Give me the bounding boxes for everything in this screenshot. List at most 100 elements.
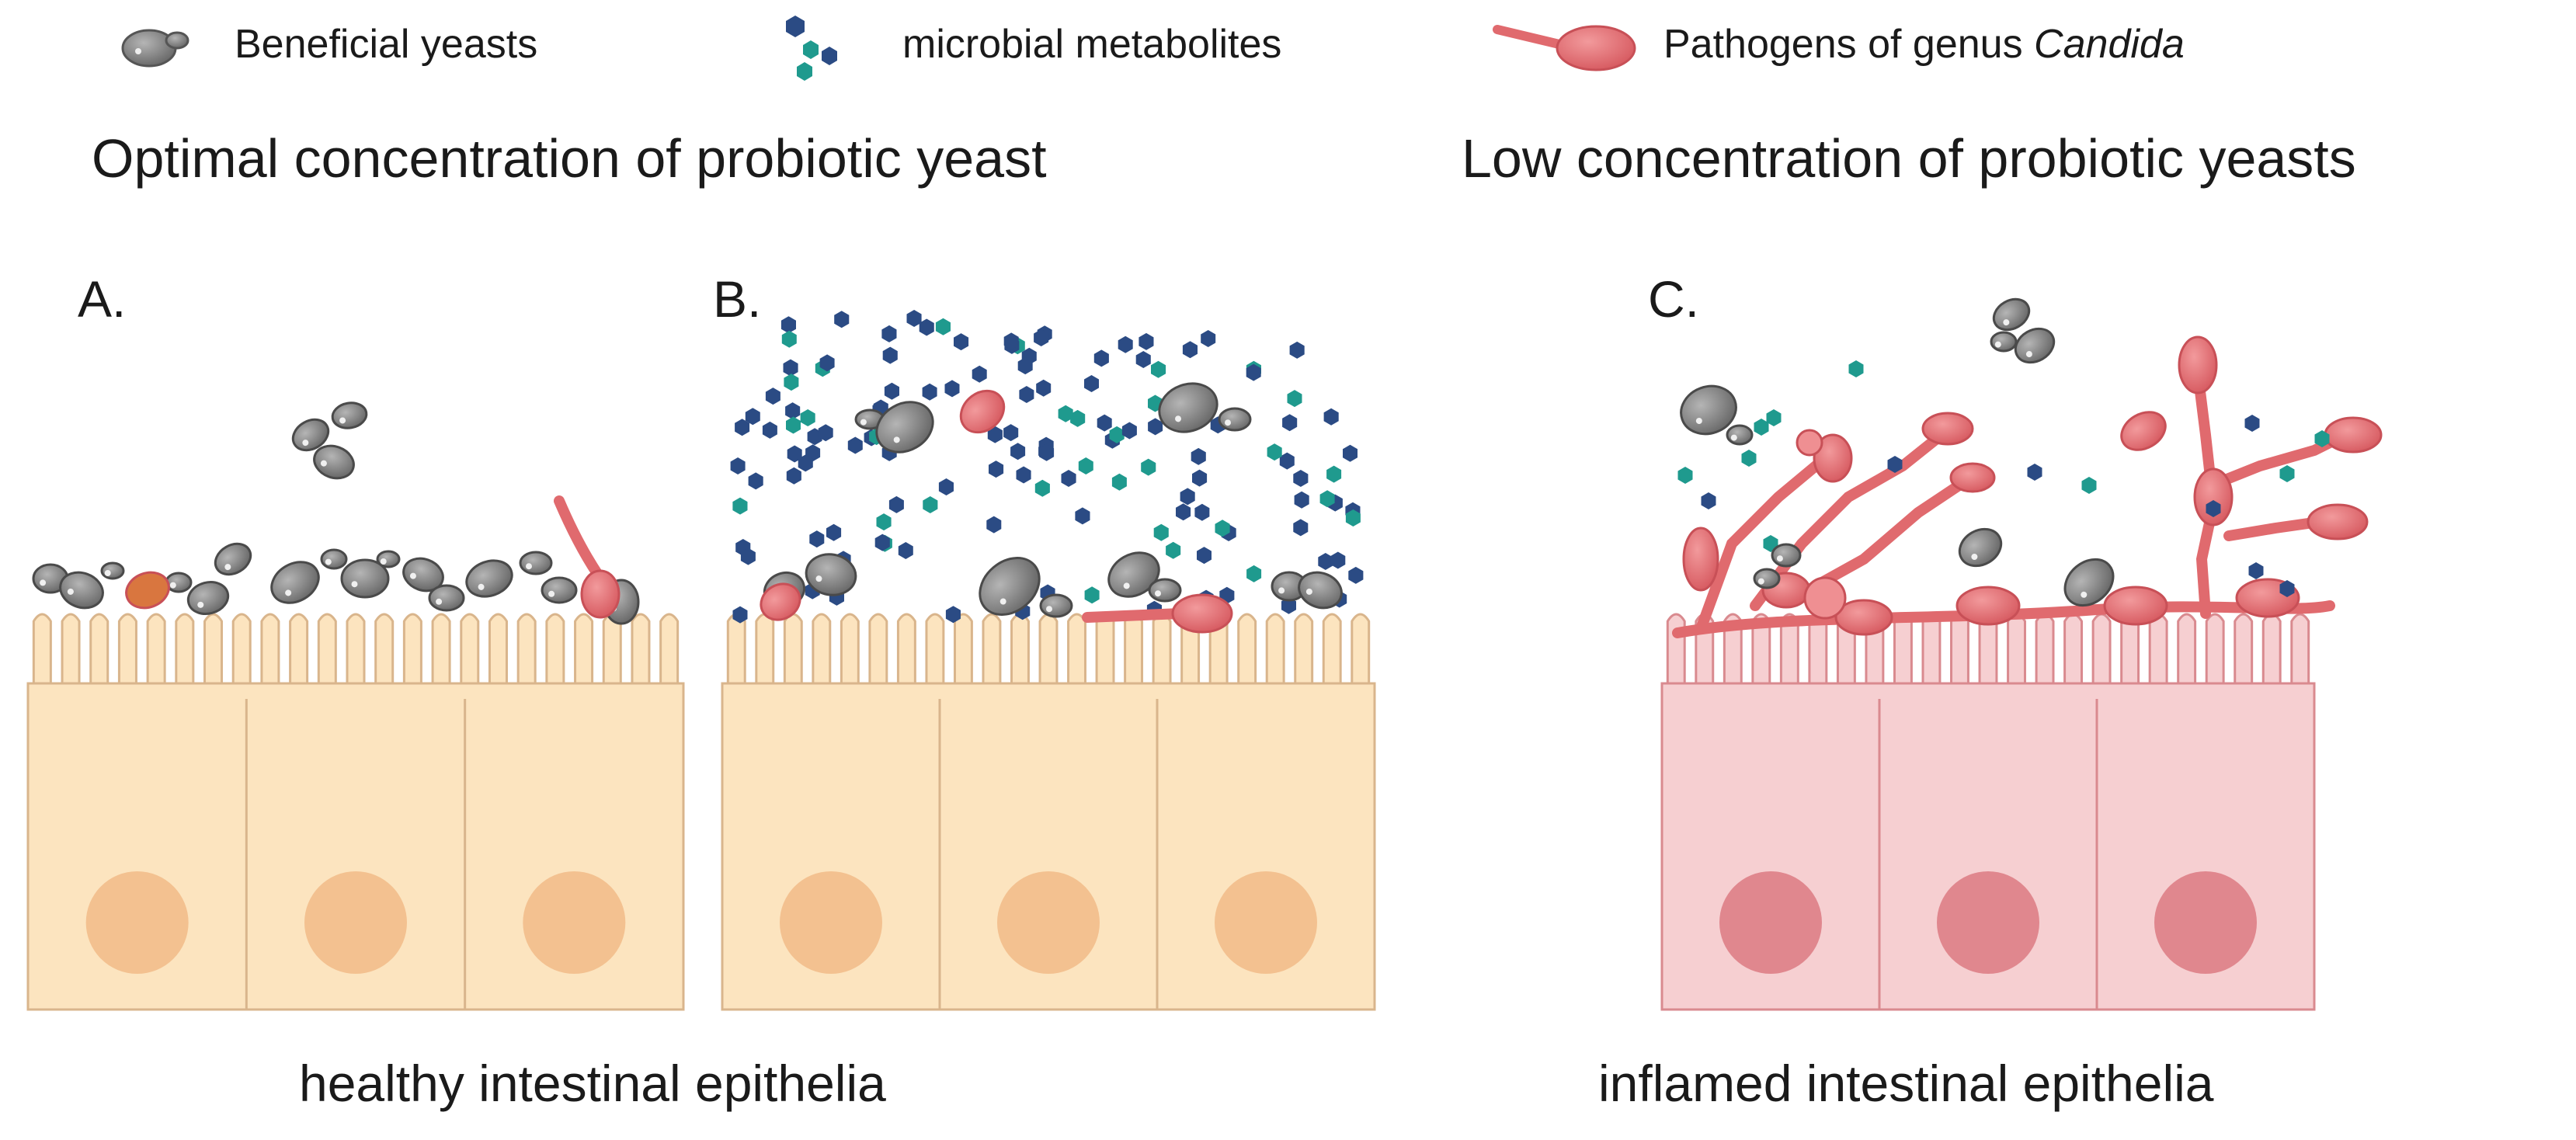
microvilli — [722, 613, 1375, 685]
metabolite — [919, 318, 934, 336]
metabolite — [798, 454, 813, 472]
beneficial-yeast — [2014, 327, 2056, 364]
metabolite — [1148, 418, 1163, 436]
metabolite — [1151, 360, 1166, 378]
metabolite — [1741, 450, 1757, 467]
inflamed-epithelium-panel-c — [1660, 613, 2316, 1011]
metabolite — [1267, 443, 1282, 461]
metabolite — [732, 606, 748, 624]
metabolite — [1201, 330, 1216, 347]
cell-nucleus — [1719, 871, 1822, 974]
metabolite — [874, 534, 890, 551]
beneficial-yeast — [59, 571, 104, 610]
legend-metabolites-label: microbial metabolites — [902, 22, 1281, 67]
metabolite — [826, 523, 842, 541]
metabolite — [1293, 470, 1309, 487]
metabolite — [847, 436, 863, 454]
metabolite — [1343, 444, 1358, 462]
metabolite — [748, 472, 763, 490]
metabolite — [1318, 553, 1333, 570]
beneficial-yeast — [1771, 543, 1802, 568]
panel-label-a: A. — [78, 270, 126, 328]
cell-nucleus — [997, 871, 1100, 974]
metabolite — [1016, 466, 1031, 484]
cell-nucleus — [1215, 871, 1317, 974]
healthy-epithelium-panel-b — [721, 613, 1376, 1011]
metabolite — [1166, 541, 1181, 559]
metabolite — [2279, 580, 2295, 597]
metabolite — [2027, 464, 2042, 481]
beneficial-yeast — [402, 557, 444, 593]
metabolite — [809, 530, 825, 548]
beneficial-yeast — [331, 401, 368, 429]
metabolite — [735, 419, 750, 436]
beneficial-yeast — [291, 418, 330, 452]
metabolites-icon — [786, 16, 837, 81]
metabolite — [786, 467, 801, 485]
metabolite — [1017, 357, 1033, 375]
metabolite — [740, 547, 756, 565]
beneficial-yeast — [805, 553, 857, 596]
candida-cell — [760, 582, 801, 621]
candida-cell — [959, 389, 1006, 434]
beneficial-yeast — [1992, 297, 2031, 332]
metabolite — [1070, 409, 1086, 427]
metabolite — [1319, 490, 1335, 508]
candida-cell — [580, 569, 621, 619]
metabolite — [884, 382, 899, 400]
beneficial-yeast — [214, 542, 252, 576]
candida-pathogens — [125, 389, 1233, 634]
metabolite — [1192, 469, 1208, 487]
metabolite — [1348, 566, 1364, 584]
metabolite — [1848, 360, 1864, 377]
metabolite — [898, 542, 913, 559]
metabolite — [785, 402, 801, 420]
beneficial-yeast — [979, 557, 1041, 616]
beneficial-yeast — [1958, 527, 2003, 568]
metabolite — [1139, 332, 1154, 350]
beneficial-yeast — [519, 551, 553, 575]
metabolite — [1034, 329, 1049, 346]
metabolite — [762, 421, 777, 439]
metabolite — [986, 516, 1002, 534]
cell-nucleus — [2154, 871, 2257, 974]
beneficial-yeast — [1218, 407, 1252, 432]
cell-nucleus — [304, 871, 407, 974]
metabolite — [935, 318, 951, 335]
beneficial-yeast — [100, 561, 125, 580]
beneficial-yeast — [186, 581, 230, 615]
cell-nucleus — [1937, 871, 2039, 974]
beneficial-yeast — [1148, 578, 1182, 603]
metabolite — [1246, 565, 1262, 582]
metabolite — [882, 346, 898, 364]
metabolite — [786, 416, 801, 434]
footer-healthy: healthy intestinal epithelia — [299, 1055, 886, 1112]
beneficial-yeasts — [32, 297, 2115, 625]
metabolite — [2206, 500, 2221, 517]
metabolite — [1246, 363, 1261, 381]
metabolite — [1019, 386, 1034, 403]
metabolite — [888, 495, 904, 513]
metabolite — [800, 409, 815, 426]
metabolite — [938, 478, 954, 495]
panel-label-b: B. — [713, 270, 761, 328]
legend: Beneficial yeasts microbial metabolites … — [121, 16, 2185, 81]
metabolite — [1677, 467, 1693, 484]
metabolite — [1287, 390, 1302, 408]
metabolite — [1191, 447, 1206, 465]
metabolite — [783, 359, 798, 377]
metabolite — [1766, 409, 1782, 426]
metabolite — [1003, 424, 1019, 442]
metabolite — [1097, 414, 1112, 432]
metabolite — [1294, 491, 1309, 509]
candida-hypha — [1082, 608, 1186, 623]
metabolite — [1075, 507, 1090, 525]
metabolite — [765, 388, 780, 405]
metabolite — [1293, 519, 1309, 537]
candida-hyphae-cells — [1682, 335, 2383, 636]
metabolite — [1061, 470, 1076, 487]
heading-optimal: Optimal concentration of probiotic yeast — [92, 128, 1047, 189]
metabolite — [972, 365, 987, 383]
metabolite — [1326, 465, 1342, 483]
metabolite — [1010, 443, 1026, 461]
